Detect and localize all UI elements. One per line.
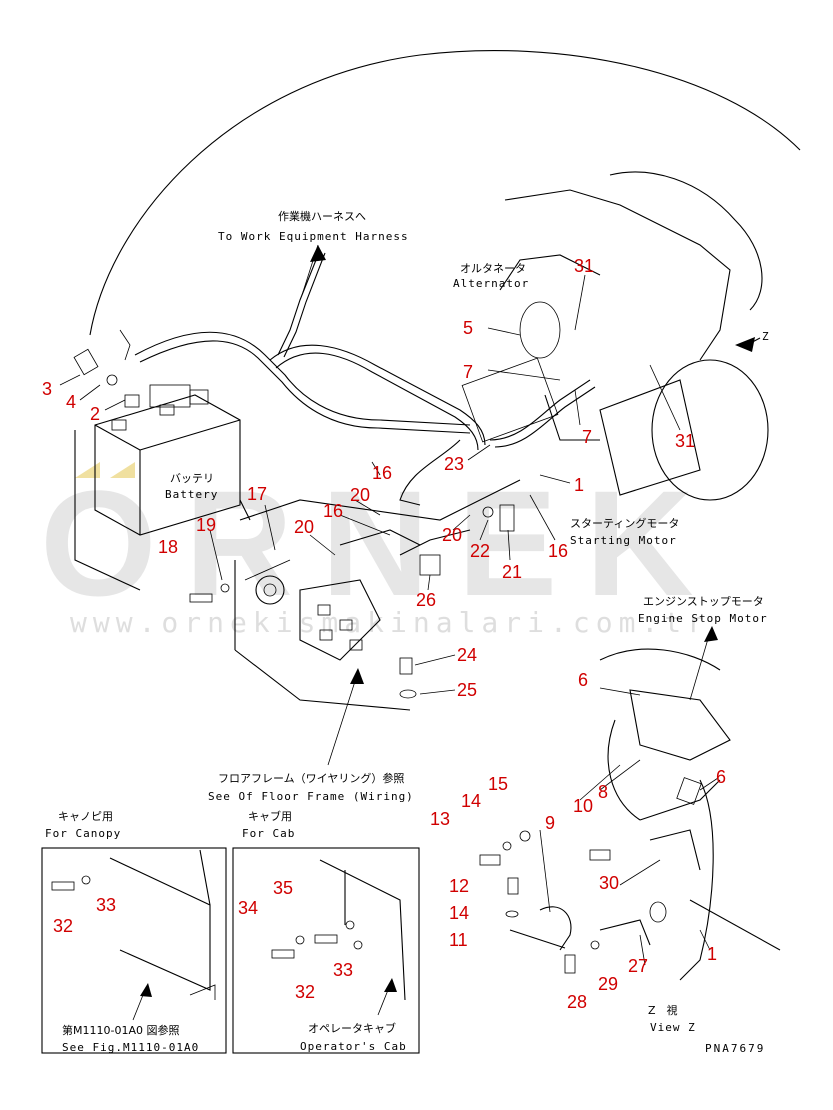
callout-number: 1 xyxy=(707,944,717,964)
callout-number: 16 xyxy=(323,501,343,521)
floor-frame-label-en: See Of Floor Frame (Wiring) xyxy=(208,790,414,803)
battery-label-jp: バッテリ xyxy=(170,472,214,485)
cab-label-jp: キャブ用 xyxy=(248,809,292,823)
watermark-brand: ORNEK xyxy=(40,459,722,627)
callout-number: 7 xyxy=(582,427,592,447)
callout-number: 26 xyxy=(416,590,436,610)
callout-number: 24 xyxy=(457,645,477,665)
callout-number: 11 xyxy=(449,930,468,950)
callout-number: 30 xyxy=(599,873,619,893)
callout-number: 20 xyxy=(350,485,370,505)
see-fig-label-en: See Fig.M1110-01A0 xyxy=(62,1041,199,1054)
engine-stop-label-jp: エンジンストップモータ xyxy=(643,595,764,608)
callout-number: 5 xyxy=(463,318,473,338)
part-labels: 作業機ハーネスへ To Work Equipment Harness オルタネー… xyxy=(45,209,768,1055)
callout-number: 16 xyxy=(372,463,392,483)
callout-number: 20 xyxy=(294,517,314,537)
z-marker-label: Z xyxy=(762,330,770,343)
work-harness-label-jp: 作業機ハーネスへ xyxy=(278,209,366,223)
callout-number: 1 xyxy=(574,475,584,495)
callout-numbers: 3 4 2 5 7 31 31 7 23 1 16 20 16 17 19 18… xyxy=(42,256,726,1012)
floor-frame-assembly xyxy=(189,479,521,766)
battery xyxy=(74,394,251,591)
callout-number: 14 xyxy=(449,903,469,923)
callout-number: 32 xyxy=(295,982,315,1002)
drawing-code: PNA7679 xyxy=(705,1042,765,1055)
terminal-cluster xyxy=(73,329,209,408)
callout-number: 22 xyxy=(470,541,490,561)
canopy-label-en: For Canopy xyxy=(45,827,121,840)
callout-number: 6 xyxy=(716,767,726,787)
callout-number: 7 xyxy=(463,362,473,382)
callout-number: 21 xyxy=(502,562,522,582)
callout-number: 33 xyxy=(96,895,116,915)
callout-number: 19 xyxy=(196,515,216,535)
callout-number: 32 xyxy=(53,916,73,936)
leader-lines xyxy=(59,274,719,966)
callout-number: 9 xyxy=(545,813,555,833)
starting-motor-label-en: Starting Motor xyxy=(570,534,677,547)
callout-number: 23 xyxy=(444,454,464,474)
callout-number: 15 xyxy=(488,774,508,794)
cab-outline-arc xyxy=(89,50,801,336)
view-z-label-jp: Z 視 xyxy=(648,1003,678,1017)
callout-number: 13 xyxy=(430,809,450,829)
callout-number: 20 xyxy=(442,525,462,545)
callout-number: 35 xyxy=(273,878,293,898)
callout-number: 27 xyxy=(628,956,648,976)
operator-cab-label-en: Operator's Cab xyxy=(300,1040,407,1053)
canopy-label-jp: キャノピ用 xyxy=(58,810,113,823)
canopy-box xyxy=(41,847,227,1054)
main-harness xyxy=(134,244,596,506)
callout-number: 31 xyxy=(574,256,594,276)
alternator-label-jp: オルタネータ xyxy=(460,262,526,275)
callout-number: 14 xyxy=(461,791,481,811)
operator-cab-label-jp: オペレータキャブ xyxy=(308,1021,396,1035)
callout-number: 33 xyxy=(333,960,353,980)
callout-number: 4 xyxy=(66,392,76,412)
arrow-up-harness xyxy=(310,245,326,262)
see-fig-label-jp: 第M1110-01A0 図参照 xyxy=(62,1023,179,1037)
callout-number: 25 xyxy=(457,680,477,700)
callout-number: 6 xyxy=(578,670,588,690)
callout-number: 12 xyxy=(449,876,469,896)
watermark-url: www.ornekismakinalari.com.tr xyxy=(70,606,710,639)
callout-number: 17 xyxy=(247,484,267,504)
callout-number: 29 xyxy=(598,974,618,994)
callout-number: 8 xyxy=(598,782,608,802)
z-view-marker: Z xyxy=(735,330,770,352)
callout-number: 31 xyxy=(675,431,695,451)
starting-motor-label-jp: スターティングモータ xyxy=(570,516,679,530)
callout-number: 3 xyxy=(42,379,52,399)
cab-label-en: For Cab xyxy=(242,827,295,840)
callout-number: 2 xyxy=(90,404,100,424)
engine-stop-label-en: Engine Stop Motor xyxy=(638,612,768,625)
engine-stop-detail xyxy=(479,626,781,981)
watermark: ORNEK www.ornekismakinalari.com.tr xyxy=(40,459,722,639)
callout-number: 34 xyxy=(238,898,258,918)
floor-frame-label-jp: フロアフレーム（ワイヤリング）参照 xyxy=(218,771,404,785)
callout-number: 10 xyxy=(573,796,593,816)
callout-number: 16 xyxy=(548,541,568,561)
callout-number: 18 xyxy=(158,537,178,557)
cab-box xyxy=(232,847,420,1054)
watermark-accent xyxy=(110,462,135,478)
engine xyxy=(461,171,769,501)
battery-label-en: Battery xyxy=(165,488,218,501)
alternator-label-en: Alternator xyxy=(453,277,529,290)
view-z-label-en: View Z xyxy=(650,1021,696,1034)
watermark-accent xyxy=(75,462,100,478)
callout-number: 28 xyxy=(567,992,587,1012)
work-harness-label-en: To Work Equipment Harness xyxy=(218,230,409,243)
